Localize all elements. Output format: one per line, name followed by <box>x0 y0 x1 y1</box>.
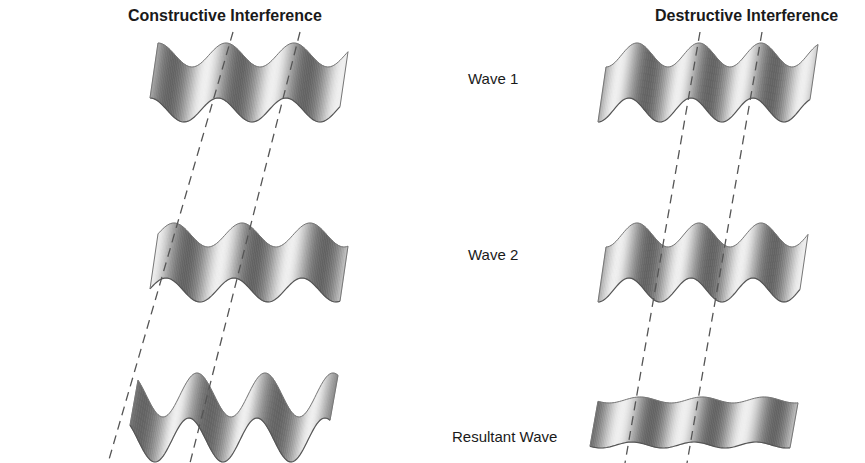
ribbon-edge <box>158 43 348 67</box>
wave-ribbon <box>598 223 808 302</box>
row-label: Wave 2 <box>468 246 518 264</box>
ribbon-edge <box>150 43 158 98</box>
ribbon-edge <box>150 234 158 289</box>
row-label: Wave 1 <box>468 70 518 88</box>
ribbon-edge <box>800 234 808 289</box>
ribbon-edge <box>598 98 810 122</box>
column-heading: Constructive Interference <box>128 6 322 25</box>
row-label: Resultant Wave <box>452 428 557 446</box>
ribbon-edge <box>158 223 348 247</box>
ribbon-edge <box>130 380 138 425</box>
column-heading: Destructive Interference <box>655 6 838 25</box>
guide-line <box>190 32 300 463</box>
ribbon-edge <box>150 98 340 122</box>
ribbon-edge <box>150 278 340 302</box>
ribbon-edge <box>810 45 818 100</box>
ribbon-edge <box>598 247 606 302</box>
guide-line <box>687 32 762 463</box>
ribbon-edge <box>340 52 348 107</box>
ribbon-edge <box>606 43 818 67</box>
ribbon-edge <box>330 375 338 420</box>
guide-line <box>108 32 233 463</box>
guide-line <box>625 32 700 463</box>
wave-ribbon <box>130 373 338 462</box>
ribbon-band <box>338 246 348 302</box>
wave-ribbon <box>150 223 348 302</box>
ribbon-edge <box>138 373 338 417</box>
wave-ribbon <box>598 43 818 122</box>
ribbon-edge <box>590 401 598 446</box>
ribbon-band <box>788 403 798 448</box>
ribbon-edge <box>606 223 808 247</box>
ribbon-band <box>328 374 338 420</box>
wave-ribbon <box>150 43 348 122</box>
ribbon-edge <box>598 67 606 122</box>
ribbon-edge <box>790 403 798 448</box>
ribbon-edge <box>598 278 800 302</box>
ribbon-edge <box>340 246 348 301</box>
ribbon-edge <box>130 418 330 462</box>
